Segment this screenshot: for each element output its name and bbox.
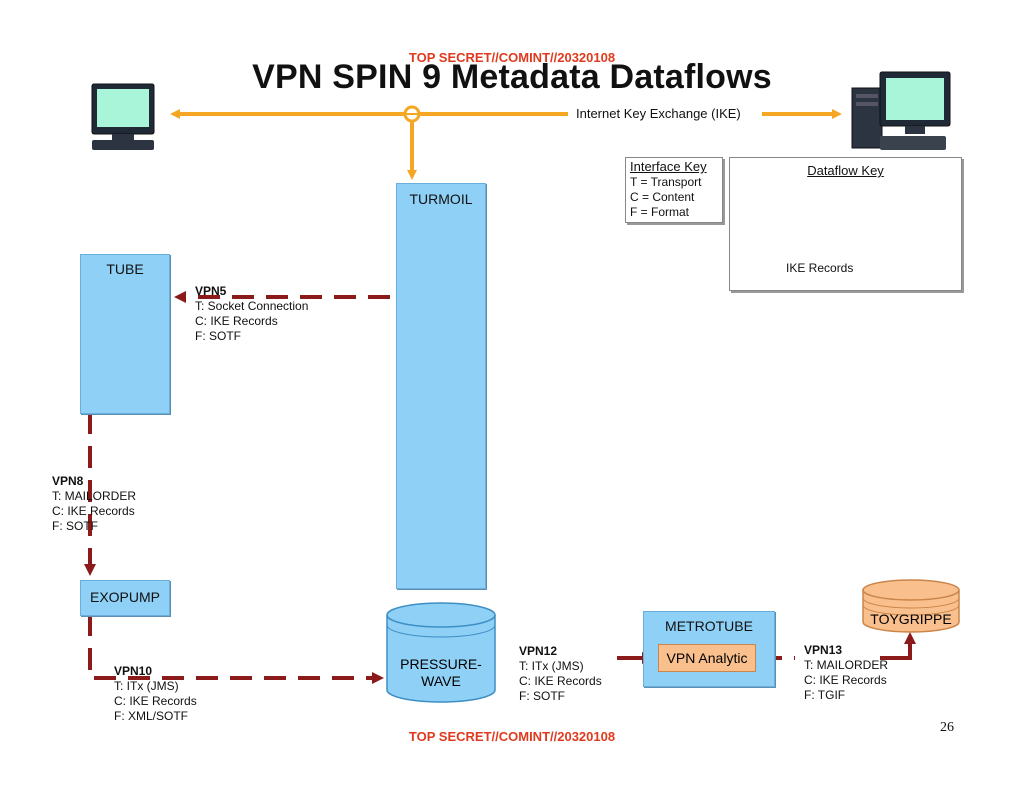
vpn8-transport: T: MAILORDER — [52, 489, 137, 503]
toygrippe-label: TOYGRIPPE — [870, 611, 952, 627]
ike-label: Internet Key Exchange (IKE) — [576, 106, 741, 121]
exopump-label: EXOPUMP — [89, 589, 160, 605]
vpn12-content: C: IKE Records — [519, 674, 602, 688]
turmoil-node: TURMOIL — [396, 183, 486, 589]
vpn5-format: F: SOTF — [195, 329, 241, 343]
vpn12-transport: T: ITx (JMS) — [519, 659, 584, 673]
interface-key-title: Interface Key — [630, 159, 707, 174]
interface-key-f: F = Format — [630, 205, 690, 219]
tube-label: TUBE — [106, 261, 144, 277]
ike-flow — [170, 105, 842, 180]
vpn5-label: VPN5 T: Socket Connection C: IKE Records… — [195, 284, 308, 344]
classification-banner-top: TOP SECRET//COMINT//20320108 — [408, 50, 616, 65]
toygrippe-cylinder — [862, 579, 960, 633]
exopump-node: EXOPUMP — [80, 580, 170, 616]
vpn13-format: F: TGIF — [804, 688, 846, 702]
page-title: VPN SPIN 9 Metadata Dataflows — [252, 58, 772, 96]
vpn10-format: F: XML/SOTF — [114, 709, 189, 723]
interface-key-t: T = Transport — [630, 175, 702, 189]
vpn13-transport: T: MAILORDER — [804, 658, 889, 672]
interface-key-c: C = Content — [630, 190, 695, 204]
desktop-computer-icon — [851, 71, 951, 150]
interface-key: Interface Key T = Transport C = Content … — [625, 157, 723, 223]
vpn12-id: VPN12 — [519, 644, 558, 658]
vpn10-label: VPN10 T: ITx (JMS) C: IKE Records F: XML… — [114, 664, 197, 724]
tube-node: TUBE — [80, 254, 170, 414]
vpn12-label: VPN12 T: ITx (JMS) C: IKE Records F: SOT… — [519, 644, 602, 704]
computer-monitor-icon — [91, 83, 155, 150]
vpn5-content: C: IKE Records — [195, 314, 278, 328]
pressurewave-label-1: PRESSURE- — [400, 656, 482, 672]
pressurewave-node: PRESSURE- WAVE — [387, 656, 495, 690]
vpn13-content: C: IKE Records — [804, 673, 887, 687]
vpn5-transport: T: Socket Connection — [195, 299, 309, 313]
vpn13-id: VPN13 — [804, 643, 843, 657]
vpn10-content: C: IKE Records — [114, 694, 197, 708]
flow-vpn10 — [88, 614, 384, 684]
vpn10-transport: T: ITx (JMS) — [114, 679, 179, 693]
vpn8-id: VPN8 — [52, 474, 84, 488]
vpn10-id: VPN10 — [114, 664, 153, 678]
dataflow-key: Dataflow Key IKE Records — [729, 157, 962, 291]
vpn13-label: VPN13 T: MAILORDER C: IKE Records F: TGI… — [804, 643, 888, 703]
vpn8-format: F: SOTF — [52, 519, 98, 533]
pressurewave-label-2: WAVE — [421, 673, 461, 689]
page-number: 26 — [940, 720, 954, 735]
metrotube-label: METROTUBE — [665, 618, 753, 634]
vpn8-label: VPN8 T: MAILORDER C: IKE Records F: SOTF — [52, 474, 136, 534]
vpn8-content: C: IKE Records — [52, 504, 135, 518]
turmoil-label: TURMOIL — [409, 191, 473, 207]
metrotube-node: METROTUBE VPN Analytic — [643, 611, 775, 687]
dataflow-key-item: IKE Records — [786, 261, 854, 275]
vpn-analytic-label: VPN Analytic — [666, 650, 748, 666]
pressurewave-cylinder — [386, 602, 496, 703]
vpn12-format: F: SOTF — [519, 689, 565, 703]
dataflow-key-title: Dataflow Key — [807, 163, 884, 178]
classification-banner-bottom: TOP SECRET//COMINT//20320108 — [408, 729, 616, 744]
vpn5-id: VPN5 — [195, 284, 227, 298]
vpn-analytic-node: VPN Analytic — [658, 644, 756, 672]
